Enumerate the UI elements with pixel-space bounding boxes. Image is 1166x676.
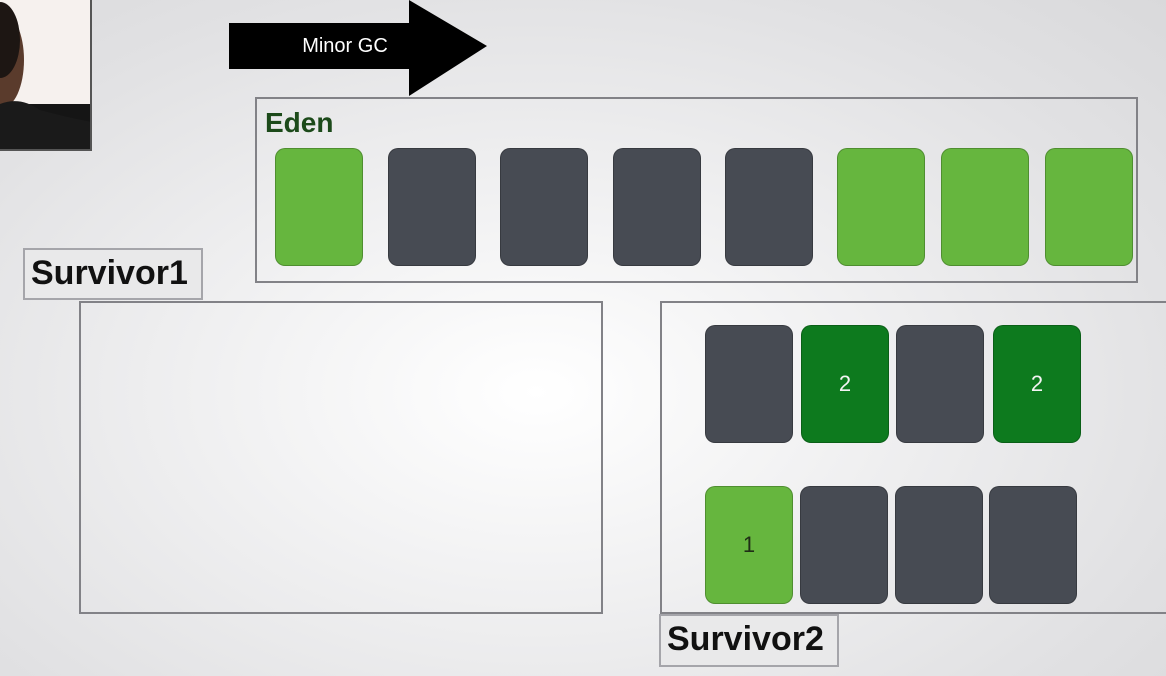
survivor2-block: 2 — [801, 325, 889, 443]
eden-block — [275, 148, 363, 266]
minor-gc-arrow — [229, 0, 487, 96]
eden-title: Eden — [265, 107, 334, 138]
minor-gc-label: Minor GC — [302, 35, 388, 57]
survivor2-block — [895, 486, 983, 604]
eden-block — [837, 148, 925, 266]
survivor2-block — [989, 486, 1077, 604]
presenter-silhouette — [0, 0, 90, 149]
survivor2-block — [896, 325, 984, 443]
eden-block — [1045, 148, 1133, 266]
eden-block — [388, 148, 476, 266]
survivor2-label: Survivor2 — [659, 614, 839, 667]
eden-region — [255, 97, 1138, 283]
eden-block — [500, 148, 588, 266]
survivor1-region — [79, 301, 603, 614]
survivor2-block: 2 — [993, 325, 1081, 443]
eden-block — [613, 148, 701, 266]
survivor2-region — [660, 301, 1166, 614]
survivor1-label: Survivor1 — [23, 248, 203, 300]
eden-block — [725, 148, 813, 266]
survivor2-block — [800, 486, 888, 604]
survivor2-block — [705, 325, 793, 443]
survivor2-block: 1 — [705, 486, 793, 604]
eden-block — [941, 148, 1029, 266]
presenter-webcam — [0, 0, 92, 151]
